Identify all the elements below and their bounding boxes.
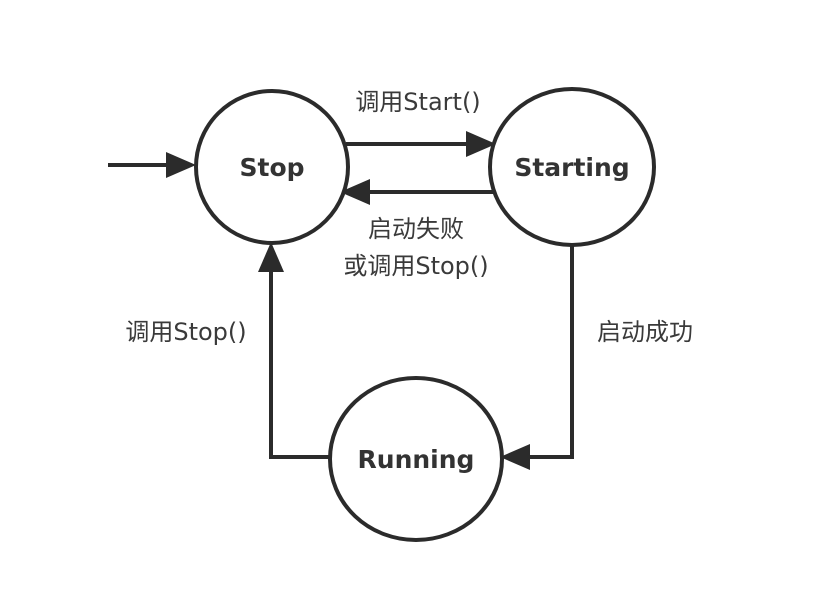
label-running-to-stop: 调用Stop() — [125, 318, 246, 346]
arrowhead-starting-to-running — [500, 444, 530, 470]
state-label-stop: Stop — [239, 153, 304, 182]
arrowhead-stop-to-starting — [466, 131, 496, 157]
initial-arrowhead — [166, 152, 196, 178]
label-starting-to-stop-line1: 启动失败 — [368, 215, 464, 243]
label-starting-to-stop-line2: 或调用Stop() — [343, 252, 488, 280]
state-starting — [488, 87, 656, 247]
state-running — [328, 376, 504, 542]
arrowhead-running-to-stop — [258, 242, 284, 272]
edge-running-to-stop — [269, 270, 330, 459]
arrowhead-starting-to-stop — [340, 179, 370, 205]
edge-starting-to-running — [528, 246, 574, 459]
label-starting-to-running: 启动成功 — [597, 318, 693, 346]
state-stop — [194, 89, 350, 245]
state-label-running: Running — [358, 445, 475, 474]
label-stop-to-starting: 调用Start() — [355, 88, 480, 116]
state-label-starting: Starting — [514, 153, 629, 182]
